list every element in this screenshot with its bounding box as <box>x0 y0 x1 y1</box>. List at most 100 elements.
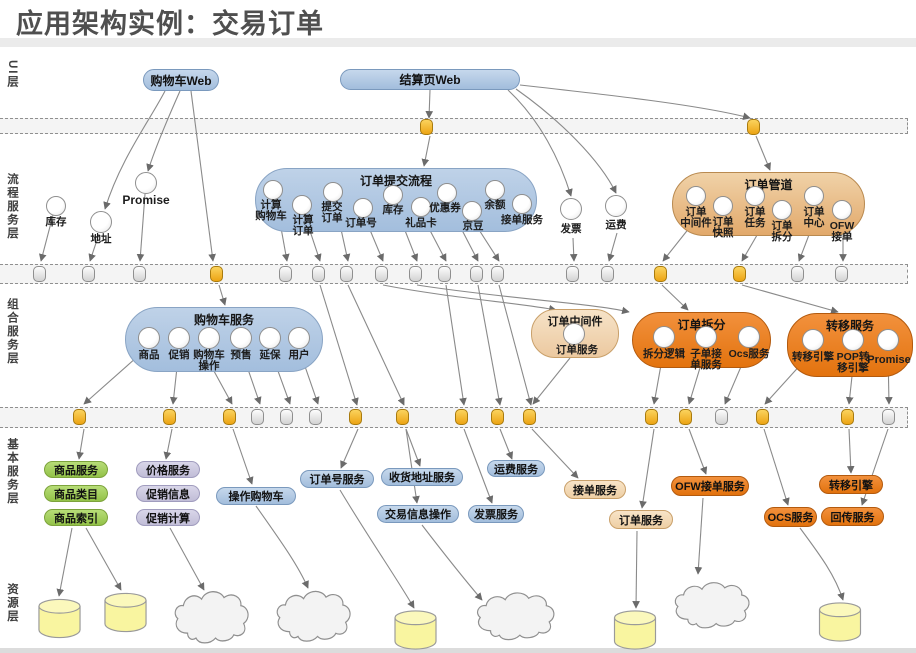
cart-service-node-label: 用户 <box>288 349 310 361</box>
pipeline-node-label: OFW 接单 <box>829 220 855 243</box>
product-category-pill: 商品类目 <box>44 485 108 502</box>
port <box>715 409 728 425</box>
pipeline-node-circle <box>686 186 706 206</box>
order-split-node-label: Ocs服务 <box>728 348 770 360</box>
order-no-service-pill: 订单号服务 <box>300 470 374 488</box>
page-title: 应用架构实例：交易订单 <box>16 9 324 39</box>
transfer-engine-pill: 转移引擎 <box>819 475 883 494</box>
invoice-service-circle <box>560 198 582 220</box>
boundary-band-2 <box>0 264 908 284</box>
pipeline-node-label: 订单 快照 <box>712 216 734 239</box>
product-index-pill: 商品索引 <box>44 509 108 526</box>
pipeline-node-label: 订单 任务 <box>744 206 766 229</box>
cart-service-node-circle <box>168 327 190 349</box>
submit-flow-node-label: 计算 订单 <box>292 214 314 237</box>
order-middleware-title: 订单中间件 <box>547 316 603 328</box>
port <box>438 266 451 282</box>
pipeline-node-label: 订单 中心 <box>803 206 825 229</box>
ocs-service-pill: OCS服务 <box>764 507 817 527</box>
order-service-pill: 订单服务 <box>609 510 673 529</box>
promise-service-label: Promise <box>122 193 170 207</box>
order-split-node-circle <box>738 326 760 348</box>
port <box>82 266 95 282</box>
database-cylinder-icon <box>612 610 658 653</box>
pipeline-node-label: 订单 中间件 <box>680 206 712 229</box>
freight-service-circle <box>605 195 627 217</box>
cloud-icon <box>470 585 558 652</box>
callback-service-pill: 回传服务 <box>821 507 884 526</box>
port-active <box>841 409 854 425</box>
submit-flow-node-label: 接单服务 <box>501 214 543 226</box>
port-active <box>73 409 86 425</box>
freight-service-pill: 运费服务 <box>487 460 545 477</box>
order-split-node-circle <box>653 326 675 348</box>
promo-calc-pill: 促销计算 <box>136 509 200 526</box>
port-active <box>455 409 468 425</box>
ui-cart-web: 购物车Web <box>143 69 219 91</box>
rail-label-process-layer: 流程服务层 <box>6 173 18 241</box>
rail-label-resource-layer: 资源层 <box>6 583 18 624</box>
submit-flow-node-label: 余额 <box>484 199 506 211</box>
cloud-icon <box>668 575 753 640</box>
transfer-service-node-circle <box>842 329 864 351</box>
boundary-band-1 <box>0 118 908 134</box>
boundary-band-3 <box>0 407 908 428</box>
submit-flow-node-label: 礼品卡 <box>405 217 437 229</box>
port-active <box>679 409 692 425</box>
address-service-label: 地址 <box>90 233 112 245</box>
port-active <box>523 409 536 425</box>
port <box>133 266 146 282</box>
submit-flow-node-circle <box>383 185 403 205</box>
transfer-service-node-label: Promise <box>867 354 911 366</box>
trade-info-op-pill: 交易信息操作 <box>377 505 459 523</box>
ui-checkout-web: 结算页Web <box>340 69 520 90</box>
submit-flow-node-label: 京豆 <box>462 220 484 232</box>
submit-flow-node-circle <box>292 195 312 215</box>
port <box>491 266 504 282</box>
transfer-service-title: 转移服务 <box>825 319 874 333</box>
transfer-service-node-circle <box>802 329 824 351</box>
port-active <box>349 409 362 425</box>
port <box>251 409 264 425</box>
address-service-circle <box>90 211 112 233</box>
port-active <box>223 409 236 425</box>
database-cylinder-icon <box>103 592 148 639</box>
address-service-pill: 收货地址服务 <box>381 468 463 486</box>
port <box>33 266 46 282</box>
database-cylinder-icon <box>393 610 438 653</box>
cloud-icon <box>168 583 252 653</box>
port-active <box>756 409 769 425</box>
invoice-service-pill: 发票服务 <box>468 505 524 523</box>
submit-flow-node-label: 库存 <box>382 204 404 216</box>
submit-flow-node-label: 订单号 <box>345 217 377 229</box>
port <box>340 266 353 282</box>
ofw-receive-service-pill: OFW接单服务 <box>671 476 749 496</box>
port-active <box>747 119 760 135</box>
cart-service-node-label: 商品 <box>138 349 160 361</box>
port <box>835 266 848 282</box>
submit-flow-node-circle <box>263 180 283 200</box>
operate-cart-pill: 操作购物车 <box>216 487 296 505</box>
rail-label-ui-layer: UI层 <box>6 60 18 89</box>
transfer-service-node-circle <box>877 329 899 351</box>
price-service-pill: 价格服务 <box>136 461 200 478</box>
order-middleware-node-circle <box>563 323 585 345</box>
inventory-service-circle <box>46 196 66 216</box>
pipeline-node-label: 订单 拆分 <box>771 220 793 243</box>
port <box>279 266 292 282</box>
port-active <box>396 409 409 425</box>
rail-label-composite-layer: 组合服务层 <box>6 298 18 366</box>
title-underline-strip <box>0 38 916 47</box>
port <box>882 409 895 425</box>
port <box>280 409 293 425</box>
port <box>791 266 804 282</box>
promo-info-pill: 促销信息 <box>136 485 200 502</box>
invoice-service-label: 发票 <box>560 223 582 235</box>
port <box>470 266 483 282</box>
order-split-node-circle <box>695 326 717 348</box>
port-active <box>163 409 176 425</box>
cart-service-node-circle <box>198 327 220 349</box>
order-middleware-node-label: 订单服务 <box>556 344 598 356</box>
submit-flow-node-label: 优惠券 <box>429 202 461 214</box>
pipeline-node-circle <box>804 186 824 206</box>
